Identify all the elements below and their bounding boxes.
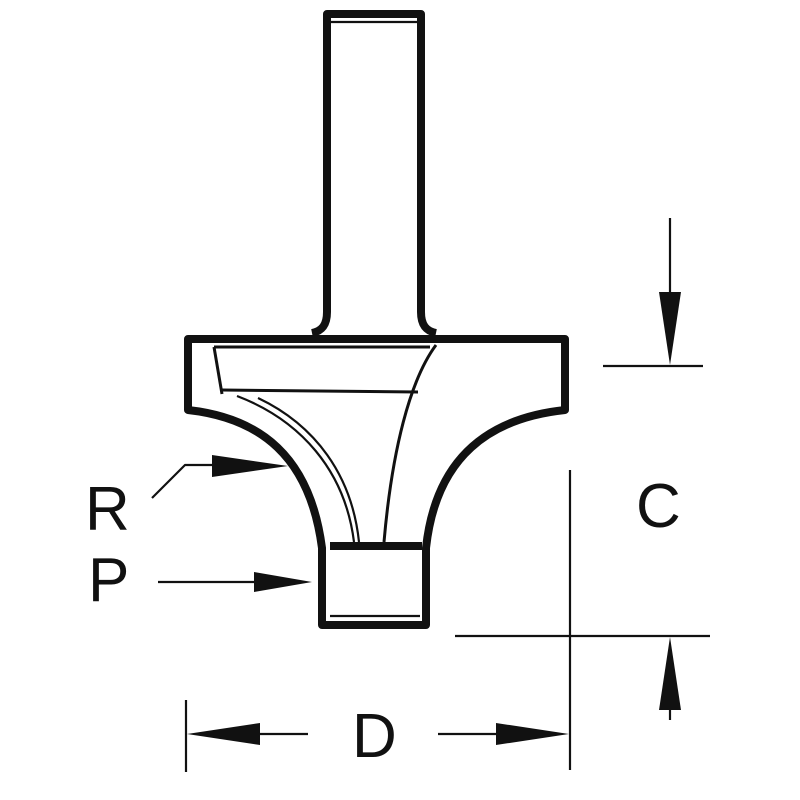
diameter-right-arrowhead [496, 723, 569, 745]
radius-arrowhead [212, 455, 288, 477]
cut-depth-top-arrowhead [659, 292, 681, 365]
cutter-body-outline [184, 335, 569, 629]
pilot-arrowhead [254, 572, 312, 592]
cutter-cutting-edge [382, 344, 438, 543]
cut-depth-label: C [636, 472, 681, 541]
cutter-flute-curve-inner [257, 397, 361, 543]
cut-depth-bottom-arrowhead [659, 637, 681, 710]
diameter-left-arrowhead [187, 723, 260, 745]
radius-callout: R [85, 455, 288, 544]
radius-label: R [85, 475, 130, 544]
diameter-dimension: D [184, 700, 569, 772]
cutter-flute-curve-outer [236, 394, 356, 543]
shank [310, 10, 438, 337]
pilot-callout: P [88, 546, 312, 615]
pilot-label: P [88, 546, 129, 615]
cutter-flute-line [221, 388, 419, 394]
router-bit [184, 10, 569, 629]
cut-depth-dimension: C [455, 218, 710, 720]
diameter-label: D [352, 702, 397, 771]
cutter-left-wall [212, 346, 224, 395]
